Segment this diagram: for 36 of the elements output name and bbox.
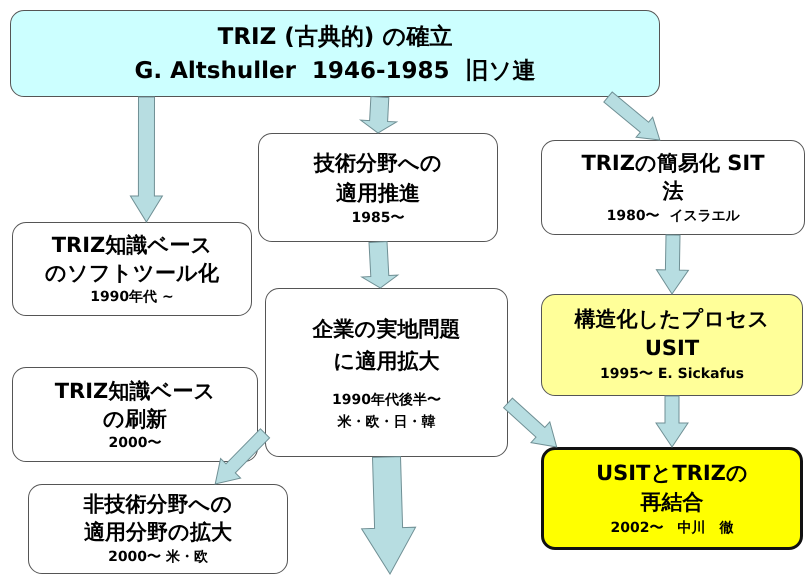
box-note: 2000〜 bbox=[108, 434, 162, 452]
process-box bbox=[10, 10, 660, 97]
process-box bbox=[265, 288, 508, 457]
process-box bbox=[258, 133, 498, 242]
process-box bbox=[28, 484, 288, 574]
block-arrow bbox=[358, 96, 398, 134]
box-note: G. Altshuller 1946-1985 旧ソ連 bbox=[134, 56, 536, 86]
block-arrow bbox=[360, 240, 400, 289]
block-arrow bbox=[130, 96, 164, 223]
box-note: 1980〜 イスラエル bbox=[606, 206, 740, 226]
box-note: 2002〜 中川 徹 bbox=[610, 518, 734, 538]
block-arrow bbox=[502, 397, 558, 448]
block-arrow bbox=[360, 456, 416, 575]
box-note: 1990年代後半〜米・欧・日・韓 bbox=[331, 390, 442, 432]
box-heading: TRIZ知識ベースの刷新 bbox=[54, 378, 216, 432]
box-heading: TRIZ知識ベースのソフトツール化 bbox=[44, 232, 220, 287]
box-heading: 企業の実地問題に適用拡大 bbox=[311, 316, 462, 374]
box-note: 2000〜 米・欧 bbox=[108, 548, 208, 567]
block-arrow bbox=[603, 91, 660, 141]
block-arrow bbox=[655, 396, 689, 448]
box-heading: USITとTRIZの再結合 bbox=[595, 460, 749, 516]
box-heading: 構造化したプロセス USIT bbox=[573, 306, 770, 362]
box-heading: TRIZ (古典的) の確立 bbox=[218, 22, 452, 52]
process-box bbox=[541, 447, 803, 550]
block-arrow bbox=[214, 428, 270, 485]
process-box bbox=[541, 294, 803, 396]
box-heading: TRIZの簡易化 SIT 法 bbox=[580, 150, 766, 204]
box-heading: 技術分野への適用推進 bbox=[312, 150, 443, 206]
box-note: 1990年代 ~ bbox=[90, 288, 174, 307]
process-box bbox=[541, 140, 805, 235]
box-note: 1985〜 bbox=[352, 208, 404, 228]
process-box bbox=[12, 367, 258, 462]
process-box bbox=[12, 222, 252, 316]
box-heading: 非技術分野への適用分野の拡大 bbox=[82, 491, 234, 546]
block-arrow bbox=[655, 234, 690, 295]
box-note: 1995〜 E. Sickafus bbox=[600, 365, 744, 384]
